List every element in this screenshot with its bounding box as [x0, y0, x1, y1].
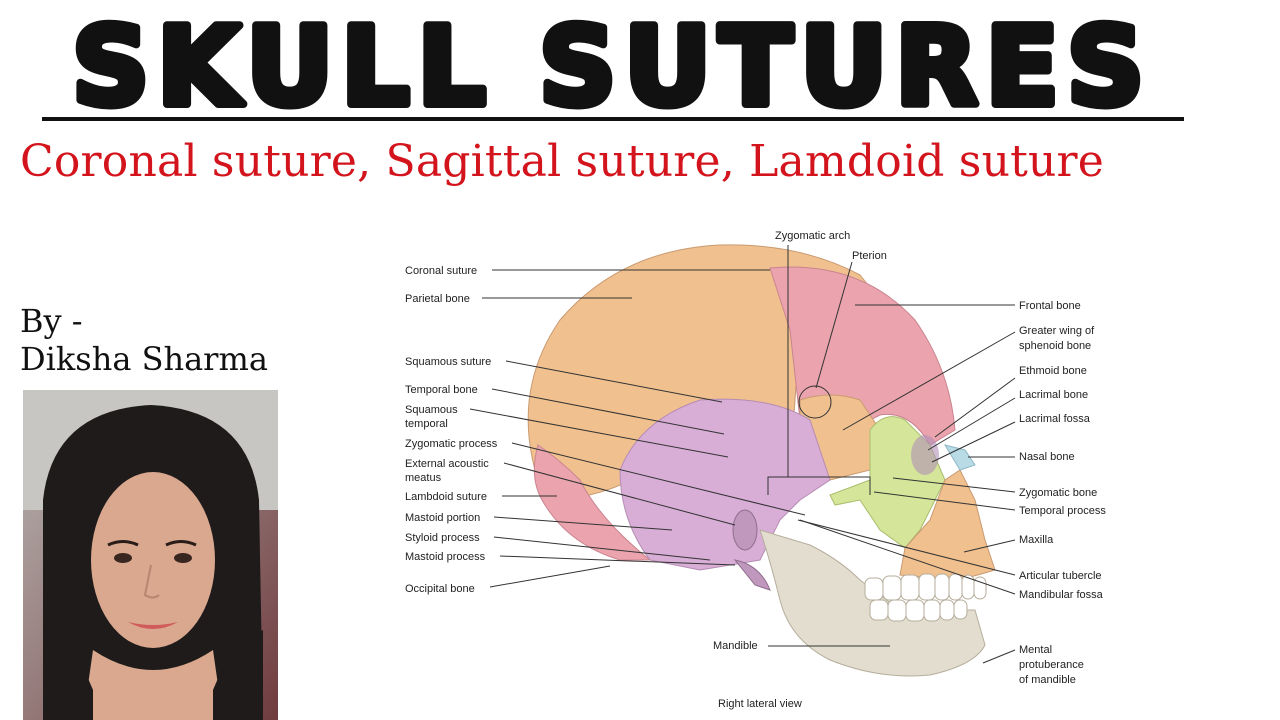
- label-zygomatic-bone: Zygomatic bone: [1019, 487, 1097, 499]
- label-squamous-temporal-1: Squamous: [405, 404, 458, 416]
- main-title: SKULL SUTURES: [68, 2, 1152, 114]
- label-ethmoid-bone: Ethmoid bone: [1019, 365, 1087, 377]
- label-occipital-bone: Occipital bone: [405, 583, 475, 595]
- label-mental-protuberance-1: Mental: [1019, 644, 1052, 656]
- label-lacrimal-fossa: Lacrimal fossa: [1019, 413, 1091, 425]
- label-external-acoustic-meatus-2: meatus: [405, 472, 442, 484]
- temporal-bone-shape: [619, 398, 831, 571]
- label-mastoid-portion: Mastoid portion: [405, 512, 480, 524]
- author-photo: [23, 390, 278, 720]
- label-right-lateral-view: Right lateral view: [718, 698, 802, 710]
- label-zygomatic-process: Zygomatic process: [405, 438, 498, 450]
- orbit-shape: [911, 435, 939, 475]
- label-squamous-temporal-2: temporal: [405, 418, 448, 430]
- label-articular-tubercle: Articular tubercle: [1019, 570, 1102, 582]
- label-mastoid-process: Mastoid process: [405, 551, 486, 563]
- label-mandible: Mandible: [713, 640, 758, 652]
- label-zygomatic-arch: Zygomatic arch: [775, 230, 850, 242]
- label-greater-wing-2: sphenoid bone: [1019, 340, 1091, 352]
- occipital-bone-shape: [533, 444, 652, 561]
- label-temporal-bone: Temporal bone: [405, 384, 478, 396]
- label-styloid-process: Styloid process: [405, 532, 480, 544]
- label-lacrimal-bone: Lacrimal bone: [1019, 389, 1088, 401]
- label-temporal-process: Temporal process: [1019, 505, 1106, 517]
- label-frontal-bone: Frontal bone: [1019, 300, 1081, 312]
- label-mental-protuberance-2: protuberance: [1019, 659, 1084, 671]
- external-acoustic-meatus-shape: [732, 509, 758, 551]
- subtitle: Coronal suture, Sagittal suture, Lamdoid…: [20, 136, 1105, 187]
- skull-diagram: Coronal suture Parietal bone Squamous su…: [405, 230, 1106, 710]
- author-block: By - Diksha Sharma: [20, 302, 268, 378]
- label-greater-wing-1: Greater wing of: [1019, 325, 1095, 337]
- main-title-text: SKULL SUTURES: [72, 5, 1152, 114]
- label-pterion: Pterion: [852, 250, 887, 262]
- label-nasal-bone: Nasal bone: [1019, 451, 1075, 463]
- title-underline: [42, 117, 1184, 121]
- pterion-circle: [798, 385, 832, 419]
- mastoid-shape: [733, 559, 771, 591]
- label-maxilla: Maxilla: [1019, 534, 1054, 546]
- nasal-bone-shape: [943, 444, 976, 471]
- teeth: [864, 573, 987, 622]
- label-external-acoustic-meatus-1: External acoustic: [405, 458, 489, 470]
- label-coronal-suture: Coronal suture: [405, 265, 477, 277]
- zygomatic-arch-bracket: [767, 476, 871, 495]
- leader-lines: [469, 261, 1016, 664]
- author-name: Diksha Sharma: [20, 340, 268, 378]
- label-mandibular-fossa: Mandibular fossa: [1019, 589, 1104, 601]
- label-lambdoid-suture: Lambdoid suture: [405, 491, 487, 503]
- label-parietal-bone: Parietal bone: [405, 293, 470, 305]
- label-squamous-suture: Squamous suture: [405, 356, 491, 368]
- label-mental-protuberance-3: of mandible: [1019, 674, 1076, 686]
- author-by: By -: [20, 302, 83, 340]
